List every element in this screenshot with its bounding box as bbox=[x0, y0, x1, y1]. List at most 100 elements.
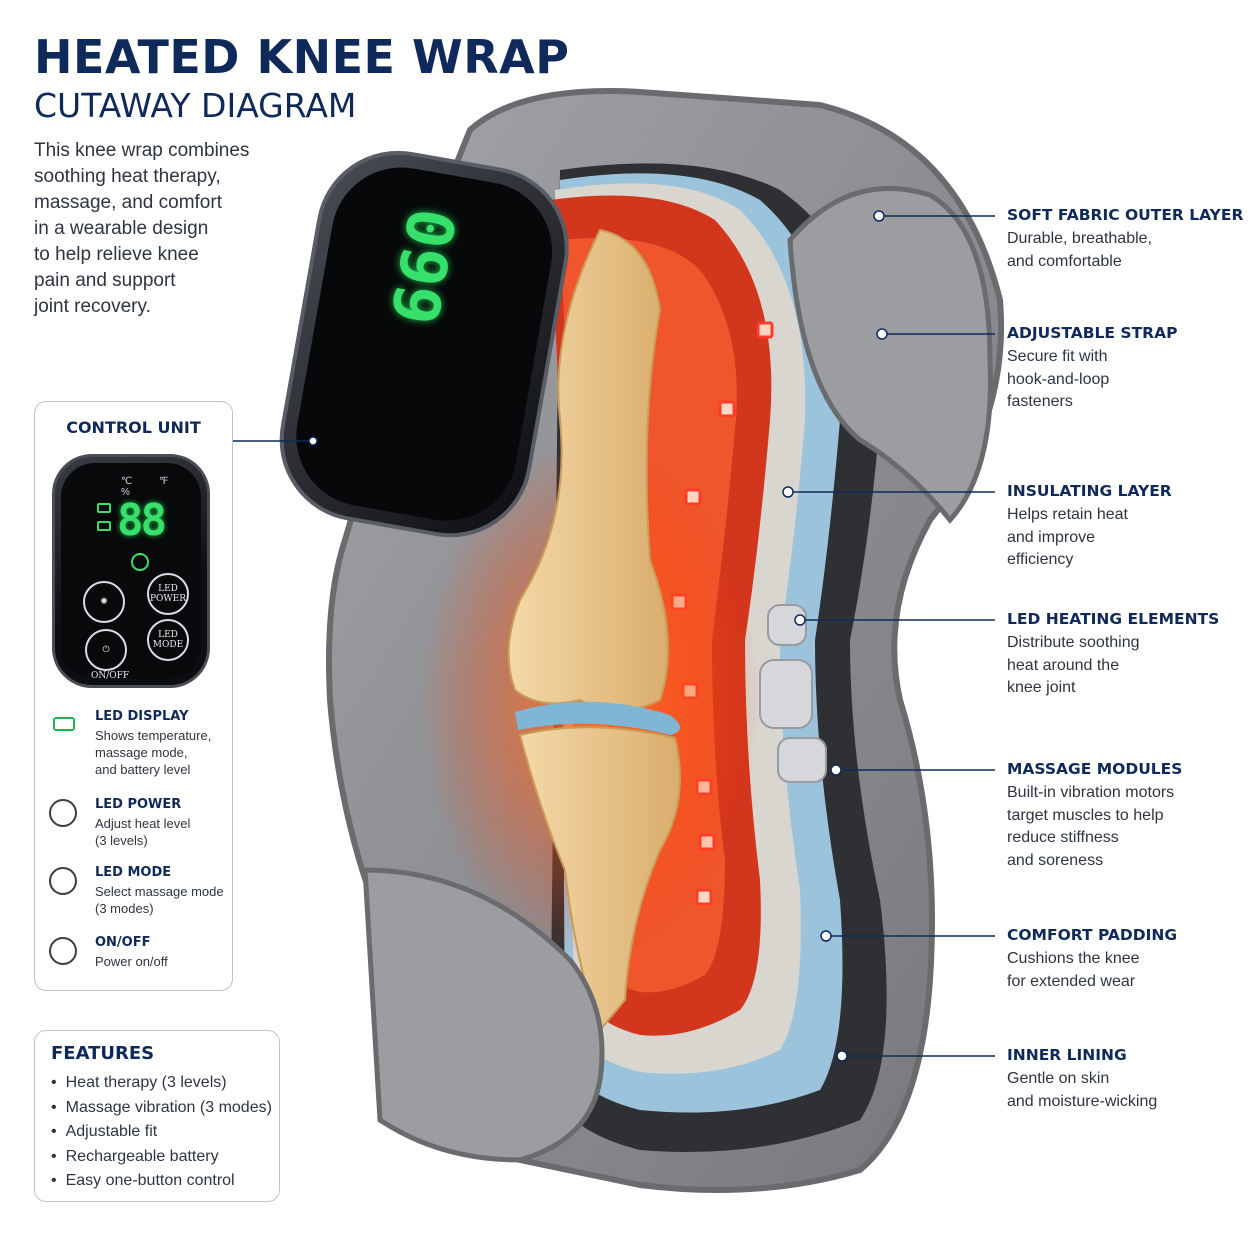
callout-title: SOFT FABRIC OUTER LAYER bbox=[1007, 206, 1244, 224]
callout-comfort-padding: COMFORT PADDING Cushions the knee for ex… bbox=[1007, 926, 1247, 993]
legend-desc: Adjust heat level (3 levels) bbox=[95, 815, 235, 849]
callout-desc-line: and moisture-wicking bbox=[1007, 1092, 1158, 1110]
control-unit-title: CONTROL UNIT bbox=[66, 418, 201, 437]
callout-desc-line: knee joint bbox=[1007, 679, 1076, 696]
callout-desc: Cushions the knee for extended wear bbox=[1007, 948, 1247, 993]
callout-insulating-layer: INSULATING LAYER Helps retain heat and i… bbox=[1007, 482, 1247, 572]
legend-desc-line: and battery level bbox=[95, 762, 191, 777]
callout-desc: Durable, breathable, and comfortable bbox=[1007, 228, 1247, 273]
legend-led-display: LED DISPLAY Shows temperature, massage m… bbox=[53, 709, 235, 778]
callout-led-heating-elements: LED HEATING ELEMENTS Distribute soothing… bbox=[1007, 610, 1247, 700]
legend-desc-line: massage mode, bbox=[95, 745, 188, 760]
tibia-bone bbox=[518, 726, 681, 1032]
lower-strap bbox=[362, 867, 605, 1163]
legend-desc: Shows temperature, massage mode, and bat… bbox=[95, 727, 235, 778]
legend-desc-line: Shows temperature, bbox=[95, 728, 212, 743]
callout-desc-line: Durable, breathable, bbox=[1007, 230, 1152, 247]
callout-desc-line: Distribute soothing bbox=[1007, 634, 1140, 651]
intro-line: joint recovery. bbox=[34, 296, 151, 317]
callout-desc-line: and soreness bbox=[1007, 851, 1104, 869]
callout-desc-line: target muscles to help bbox=[1007, 806, 1164, 824]
feature-item: Adjustable fit bbox=[51, 1120, 272, 1145]
callout-desc: Secure fit with hook-and-loop fasteners bbox=[1007, 346, 1247, 414]
control-unit-screen: ℃ ℉ % 88 ✺ LED POWER ⏻ LED MODE ON/OFF bbox=[61, 463, 201, 681]
callout-desc: Built-in vibration motors target muscles… bbox=[1007, 782, 1247, 872]
intro-line: to help relieve knee bbox=[34, 244, 199, 265]
legend-desc-line: Power on/off bbox=[95, 954, 168, 969]
legend-led-power: LED POWER Adjust heat level (3 levels) bbox=[49, 797, 235, 849]
intro-line: in a wearable design bbox=[34, 218, 209, 239]
page-title: HEATED KNEE WRAP bbox=[34, 30, 570, 84]
features-list: Heat therapy (3 levels) Massage vibratio… bbox=[51, 1071, 272, 1194]
callout-desc-line: Secure fit with bbox=[1007, 348, 1108, 365]
massage-mode-button-icon[interactable]: ✺ bbox=[83, 581, 125, 623]
femur-bone bbox=[507, 228, 669, 711]
feature-item: Heat therapy (3 levels) bbox=[51, 1071, 272, 1096]
callout-desc: Gentle on skin and moisture-wicking bbox=[1007, 1068, 1247, 1113]
legend-name: LED MODE bbox=[95, 865, 172, 880]
battery-indicator-icon bbox=[97, 503, 111, 513]
led-power-button[interactable]: LED POWER bbox=[147, 573, 189, 615]
massage-mode-icon bbox=[49, 867, 77, 895]
callout-desc-line: and improve bbox=[1007, 528, 1096, 546]
legend-desc-line: Adjust heat level bbox=[95, 816, 191, 831]
heat-level-icon bbox=[49, 799, 77, 827]
legend-desc: Power on/off bbox=[95, 953, 235, 970]
callout-adjustable-strap: ADJUSTABLE STRAP Secure fit with hook-an… bbox=[1007, 324, 1247, 414]
legend-name: ON/OFF bbox=[95, 935, 151, 950]
callout-title: INSULATING LAYER bbox=[1007, 482, 1172, 500]
callout-desc-line: and comfortable bbox=[1007, 252, 1122, 270]
control-unit-display-value: 88 bbox=[117, 495, 167, 546]
intro-line: soothing heat therapy, bbox=[34, 166, 221, 187]
callout-desc-line: hook-and-loop bbox=[1007, 370, 1110, 388]
massage-modules bbox=[759, 604, 827, 783]
features-title: FEATURES bbox=[51, 1043, 155, 1064]
intro-paragraph: This knee wrap combines soothing heat th… bbox=[34, 138, 274, 320]
callout-title: INNER LINING bbox=[1007, 1046, 1127, 1064]
callout-desc-line: Gentle on skin bbox=[1007, 1070, 1110, 1087]
callout-title: MASSAGE MODULES bbox=[1007, 760, 1183, 778]
callout-desc-line: efficiency bbox=[1007, 551, 1074, 568]
intro-line: pain and support bbox=[34, 270, 176, 291]
callout-title: LED HEATING ELEMENTS bbox=[1007, 610, 1220, 628]
battery-display-icon bbox=[53, 717, 75, 731]
legend-desc-line: Select massage mode bbox=[95, 884, 224, 899]
meniscus bbox=[515, 701, 680, 735]
callout-desc: Helps retain heat and improve efficiency bbox=[1007, 504, 1247, 572]
control-device bbox=[279, 150, 569, 538]
callout-desc-line: heat around the bbox=[1007, 656, 1120, 674]
callout-soft-fabric-outer-layer: SOFT FABRIC OUTER LAYER Durable, breatha… bbox=[1007, 206, 1247, 273]
on-off-label: ON/OFF bbox=[91, 671, 130, 681]
feature-item: Easy one-button control bbox=[51, 1169, 272, 1194]
intro-line: massage, and comfort bbox=[34, 192, 222, 213]
control-unit-device: ℃ ℉ % 88 ✺ LED POWER ⏻ LED MODE ON/OFF bbox=[52, 454, 210, 688]
legend-desc: Select massage mode (3 modes) bbox=[95, 883, 235, 917]
power-button-icon[interactable]: ⏻ bbox=[85, 629, 127, 671]
callout-title: ADJUSTABLE STRAP bbox=[1007, 324, 1178, 342]
legend-name: LED POWER bbox=[95, 797, 182, 812]
callout-title: COMFORT PADDING bbox=[1007, 926, 1178, 944]
callout-massage-modules: MASSAGE MODULES Built-in vibration motor… bbox=[1007, 760, 1247, 872]
callout-inner-lining: INNER LINING Gentle on skin and moisture… bbox=[1007, 1046, 1247, 1113]
mode-indicator-icon bbox=[131, 553, 149, 571]
page-subtitle: CUTAWAY DIAGRAM bbox=[34, 86, 357, 125]
callout-desc-line: fasteners bbox=[1007, 393, 1073, 410]
legend-on-off: ON/OFF Power on/off bbox=[49, 935, 235, 970]
control-unit-panel: CONTROL UNIT ℃ ℉ % 88 ✺ LED POWER ⏻ LED … bbox=[34, 401, 233, 991]
callout-desc-line: Cushions the knee bbox=[1007, 950, 1140, 967]
callout-desc-line: for extended wear bbox=[1007, 972, 1136, 990]
feature-item: Rechargeable battery bbox=[51, 1145, 272, 1170]
feature-item: Massage vibration (3 modes) bbox=[51, 1096, 272, 1121]
callout-desc-line: Helps retain heat bbox=[1007, 506, 1128, 523]
power-icon bbox=[49, 937, 77, 965]
intro-line: This knee wrap combines bbox=[34, 140, 250, 161]
callout-leaders bbox=[233, 210, 995, 1062]
upper-strap bbox=[787, 186, 993, 524]
callout-desc-line: Built-in vibration motors bbox=[1007, 784, 1175, 801]
led-mode-button[interactable]: LED MODE bbox=[147, 619, 189, 661]
legend-desc-line: (3 modes) bbox=[95, 901, 154, 916]
temperature-unit-marks: ℃ ℉ % bbox=[121, 476, 181, 498]
legend-desc-line: (3 levels) bbox=[95, 833, 148, 848]
legend-name: LED DISPLAY bbox=[95, 709, 189, 724]
